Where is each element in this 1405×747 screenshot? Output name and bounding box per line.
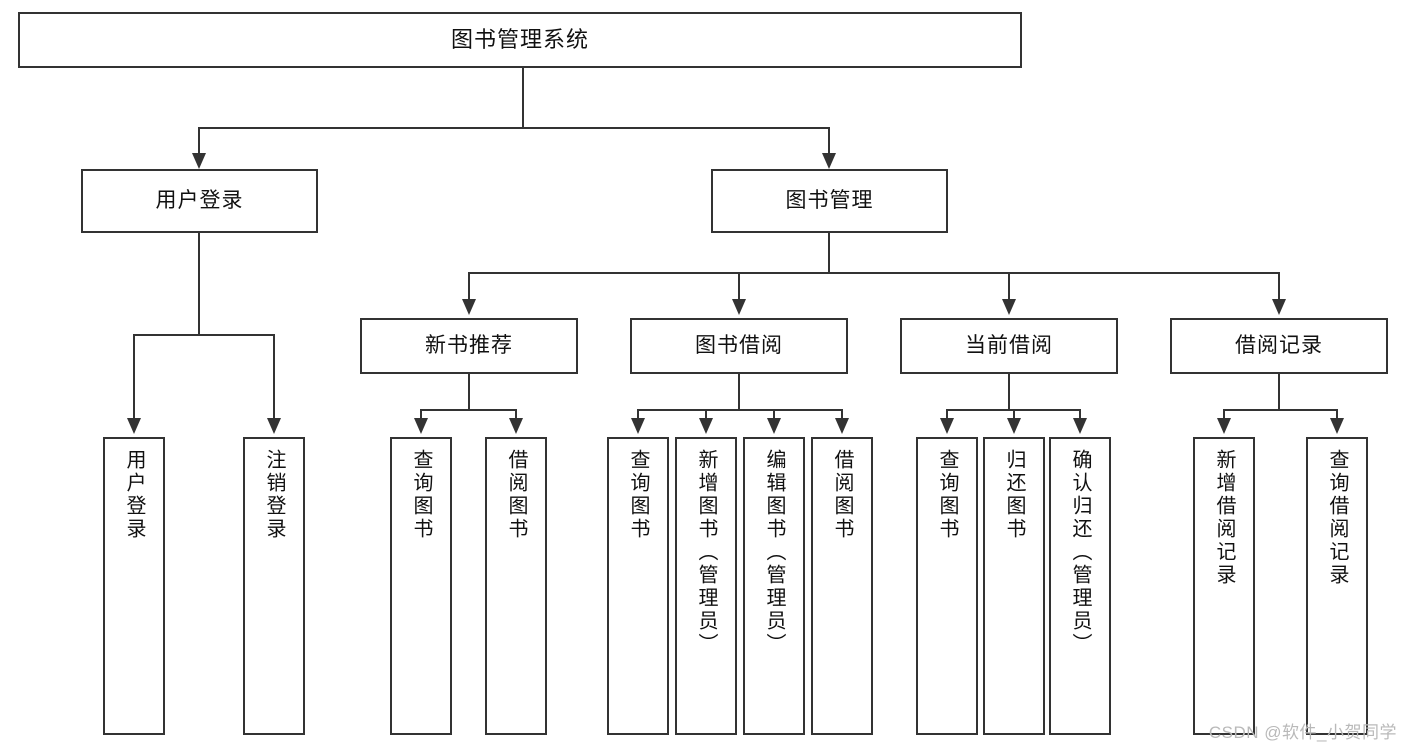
connector-bb-branch-4 — [841, 409, 843, 421]
node-label: 用户登录 — [123, 449, 145, 541]
node-label: 查询借阅记录 — [1326, 449, 1348, 587]
connector-borrow-record-stem — [1278, 374, 1280, 410]
node-user-login[interactable]: 用户登录 — [81, 169, 318, 233]
connector-new-book-stem — [468, 374, 470, 410]
node-label: 图书管理 — [785, 188, 874, 212]
arrow-cb-to-leaf-1 — [940, 418, 954, 434]
node-label: 查询图书 — [410, 449, 432, 541]
node-label: 借阅记录 — [1235, 333, 1323, 357]
leaf-add-record[interactable]: 新增借阅记录 — [1193, 437, 1255, 735]
node-label: 查询图书 — [627, 449, 649, 541]
connector-bm-branch-1 — [468, 272, 470, 302]
connector-user-login-branch-2 — [273, 334, 275, 421]
node-book-borrow[interactable]: 图书借阅 — [630, 318, 848, 374]
connector-borrow-record-bus — [1223, 409, 1337, 411]
connector-current-borrow-bus — [946, 409, 1079, 411]
leaf-query-book-1[interactable]: 查询图书 — [390, 437, 452, 735]
arrow-bm-to-borrow-record — [1272, 299, 1286, 315]
arrow-root-to-user-login — [192, 153, 206, 169]
leaf-user-login[interactable]: 用户登录 — [103, 437, 165, 735]
node-label: 查询图书 — [936, 449, 958, 541]
connector-current-borrow-stem — [1008, 374, 1010, 410]
connector-br-branch-2 — [1336, 409, 1338, 421]
node-label: 借阅图书 — [831, 449, 853, 541]
node-root-system[interactable]: 图书管理系统 — [18, 12, 1022, 68]
connector-new-book-branch-2 — [515, 409, 517, 421]
arrow-new-book-to-leaf-2 — [509, 418, 523, 434]
arrow-bm-to-new-book-recommend — [462, 299, 476, 315]
node-label: 当前借阅 — [965, 333, 1053, 357]
leaf-borrow-book-2[interactable]: 借阅图书 — [811, 437, 873, 735]
arrow-br-to-leaf-2 — [1330, 418, 1344, 434]
node-label: 编辑图书（管理员） — [763, 449, 785, 656]
node-label: 归还图书 — [1003, 449, 1025, 541]
connector-bm-branch-2 — [738, 272, 740, 302]
connector-user-login-bus — [133, 334, 274, 336]
arrow-user-login-to-leaf-1 — [127, 418, 141, 434]
connector-br-branch-1 — [1223, 409, 1225, 421]
node-new-book-recommend[interactable]: 新书推荐 — [360, 318, 578, 374]
node-label: 借阅图书 — [505, 449, 527, 541]
connector-cb-branch-2 — [1013, 409, 1015, 421]
connector-book-borrow-bus — [637, 409, 842, 411]
node-borrow-record[interactable]: 借阅记录 — [1170, 318, 1388, 374]
connector-cb-branch-3 — [1079, 409, 1081, 421]
connector-book-borrow-stem — [738, 374, 740, 410]
connector-bm-branch-3 — [1008, 272, 1010, 302]
arrow-cb-to-leaf-2 — [1007, 418, 1021, 434]
connector-root-to-book-management — [828, 127, 830, 157]
watermark-text: CSDN @软件_小贺同学 — [1208, 723, 1397, 742]
node-label: 新增图书（管理员） — [695, 449, 717, 656]
connector-root-stem — [522, 68, 524, 128]
connector-book-management-stem — [828, 233, 830, 273]
connector-user-login-stem — [198, 233, 200, 335]
node-current-borrow[interactable]: 当前借阅 — [900, 318, 1118, 374]
node-book-management[interactable]: 图书管理 — [711, 169, 948, 233]
arrow-bb-to-leaf-3 — [767, 418, 781, 434]
connector-book-management-bus — [468, 272, 1280, 274]
leaf-edit-book[interactable]: 编辑图书（管理员） — [743, 437, 805, 735]
node-label: 图书借阅 — [695, 333, 783, 357]
node-label: 确认归还（管理员） — [1069, 449, 1091, 656]
node-label: 图书管理系统 — [450, 27, 589, 53]
node-label: 新增借阅记录 — [1213, 449, 1235, 587]
connector-bm-branch-4 — [1278, 272, 1280, 302]
arrow-cb-to-leaf-3 — [1073, 418, 1087, 434]
leaf-query-book-2[interactable]: 查询图书 — [607, 437, 669, 735]
connector-cb-branch-1 — [946, 409, 948, 421]
node-label: 注销登录 — [263, 449, 285, 541]
leaf-borrow-book-1[interactable]: 借阅图书 — [485, 437, 547, 735]
connector-bb-branch-2 — [705, 409, 707, 421]
leaf-user-logout[interactable]: 注销登录 — [243, 437, 305, 735]
arrow-new-book-to-leaf-1 — [414, 418, 428, 434]
connector-new-book-bus — [420, 409, 516, 411]
connector-root-to-user-login — [198, 127, 200, 157]
arrow-user-login-to-leaf-2 — [267, 418, 281, 434]
arrow-bm-to-book-borrow — [732, 299, 746, 315]
node-label: 用户登录 — [155, 188, 244, 212]
arrow-bb-to-leaf-1 — [631, 418, 645, 434]
leaf-return-book[interactable]: 归还图书 — [983, 437, 1045, 735]
leaf-query-record[interactable]: 查询借阅记录 — [1306, 437, 1368, 735]
node-label: 新书推荐 — [425, 333, 513, 357]
arrow-bm-to-current-borrow — [1002, 299, 1016, 315]
connector-root-bus — [198, 127, 830, 129]
arrow-bb-to-leaf-4 — [835, 418, 849, 434]
connector-new-book-branch-1 — [420, 409, 422, 421]
arrow-root-to-book-management — [822, 153, 836, 169]
leaf-query-book-3[interactable]: 查询图书 — [916, 437, 978, 735]
arrow-br-to-leaf-1 — [1217, 418, 1231, 434]
connector-bb-branch-3 — [773, 409, 775, 421]
connector-bb-branch-1 — [637, 409, 639, 421]
leaf-confirm-return[interactable]: 确认归还（管理员） — [1049, 437, 1111, 735]
arrow-bb-to-leaf-2 — [699, 418, 713, 434]
leaf-add-book[interactable]: 新增图书（管理员） — [675, 437, 737, 735]
connector-user-login-branch-1 — [133, 334, 135, 421]
